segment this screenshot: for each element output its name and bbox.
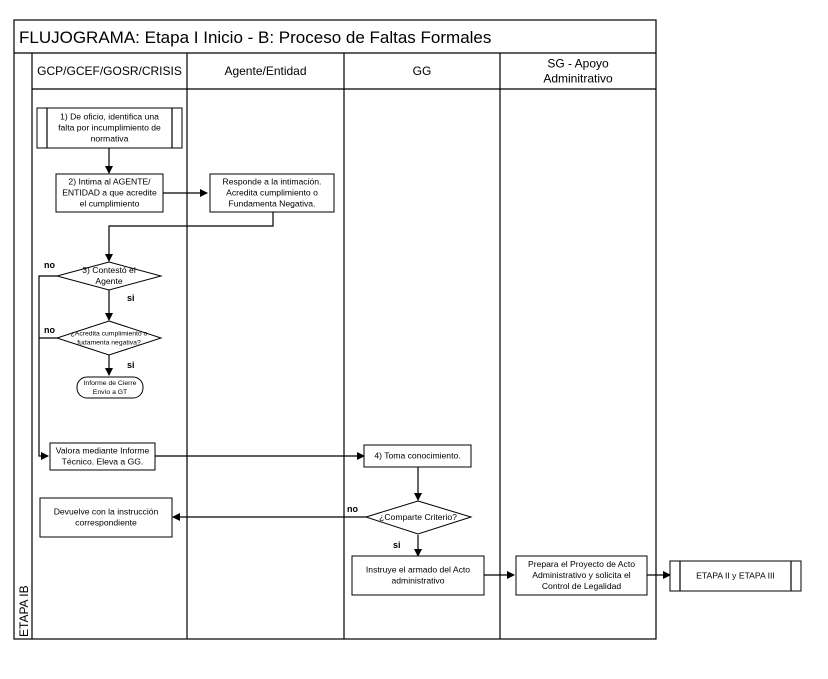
label-comparte-no: no (347, 504, 358, 514)
node-step1[interactable] (36, 107, 183, 149)
node-text-line: Administrativo y solicita el (532, 570, 630, 580)
node-text-line: ¿Acredita cumplimiento o (71, 330, 148, 337)
node-text-line: ¿Comparte Criterio? (379, 512, 457, 522)
lane-header-label: Agente/Entidad (224, 64, 306, 78)
label-comparte-si: si (393, 540, 401, 550)
node-text-step2: 2) Intima al AGENTE/ENTIDAD a que acredi… (62, 176, 157, 208)
lane-header-label: GCP/GCEF/GOSR/CRISIS (37, 64, 182, 78)
node-decision-acredita[interactable] (55, 320, 163, 356)
node-text-line: Instruye el armado del Acto (366, 564, 470, 574)
node-text-decision-acredita: ¿Acredita cumplimiento o fudamenta negati… (71, 330, 148, 346)
node-text-etapa-next: ETAPA II y ETAPA III (696, 570, 775, 580)
swimlane-frame (13, 19, 657, 640)
node-text-line: Acredita cumplimiento o (226, 187, 318, 197)
label-decision3-no: no (44, 260, 55, 270)
node-text-line: administrativo (391, 575, 444, 585)
node-text-step4: 4) Toma conocimiento. (374, 450, 460, 460)
node-text-line: Fundamenta Negativa. (229, 198, 316, 208)
diagram-title: FLUJOGRAMA: Etapa I Inicio - B: Proceso … (19, 28, 491, 47)
node-prepara[interactable] (515, 555, 648, 596)
label-acredita-no: no (44, 325, 55, 335)
label-acredita-si: si (127, 360, 135, 370)
label-decision3-si: si (127, 293, 135, 303)
node-text-line: Devuelve con la instrucción (54, 506, 159, 516)
node-text-line: Técnico. Eleva a GG. (62, 456, 144, 466)
node-text-comparte: ¿Comparte Criterio? (379, 512, 457, 522)
node-text-line: Responde a la intimación. (223, 176, 322, 186)
node-text-instruye: Instruye el armado del Actoadministrativ… (366, 564, 470, 585)
node-comparte[interactable] (364, 500, 473, 535)
node-text-line: Agente (95, 276, 122, 286)
node-step4[interactable] (363, 444, 472, 468)
node-text-line: falta por incumplimiento de (58, 122, 161, 132)
lane-headers: GCP/GCEF/GOSR/CRISIS Agente/Entidad GG SG -… (37, 57, 613, 86)
node-text-line: el cumplimiento (80, 198, 140, 208)
node-text-line: correspondiente (75, 517, 137, 527)
node-text-line: normativa (91, 133, 129, 143)
node-valora[interactable] (49, 442, 156, 471)
node-informe-cierre[interactable] (76, 376, 144, 399)
nodes (36, 107, 802, 596)
node-text-line: 4) Toma conocimiento. (374, 450, 460, 460)
node-text-line: 1) De oficio, identifica una (60, 111, 159, 121)
node-text-line: 2) Intima al AGENTE/ (68, 176, 151, 186)
node-text-line: Informe de Cierre (84, 380, 137, 387)
lane-header-label: Adminitrativo (543, 72, 613, 86)
lane-header-label: SG - Apoyo (547, 57, 609, 71)
connectors (38, 148, 671, 579)
node-text-line: ETAPA II y ETAPA III (696, 570, 775, 580)
node-text-line: fudamenta negativa? (77, 339, 141, 346)
edge-decision3-no-valora (38, 275, 57, 460)
lane-header-label: GG (413, 64, 432, 78)
node-text-line: Envío a GT (93, 389, 127, 396)
edge-responde-decision3 (105, 212, 274, 262)
node-text-devuelve: Devuelve con la instruccióncorrespondien… (54, 506, 159, 527)
node-text-line: Control de Legalidad (542, 581, 622, 591)
outer-border (13, 19, 657, 640)
node-devuelve[interactable] (39, 497, 173, 538)
node-text-prepara: Prepara el Proyecto de ActoAdministrativ… (528, 559, 635, 591)
node-text-line: 3) Contestó el (82, 265, 136, 275)
node-text-line: ENTIDAD a que acredite (62, 187, 157, 197)
node-instruye[interactable] (351, 555, 485, 596)
stage-label: ETAPA IB (17, 585, 31, 637)
node-text-line: Valora mediante Informe (56, 445, 150, 455)
node-text-responde: Responde a la intimación.Acredita cumpli… (223, 176, 322, 208)
node-decision3[interactable] (55, 261, 163, 291)
node-responde[interactable] (209, 173, 335, 213)
node-etapa-next[interactable] (669, 560, 802, 592)
node-step2[interactable] (55, 173, 164, 213)
node-text-line: Prepara el Proyecto de Acto (528, 559, 635, 569)
edge-labels: no si no si no si (44, 260, 401, 550)
